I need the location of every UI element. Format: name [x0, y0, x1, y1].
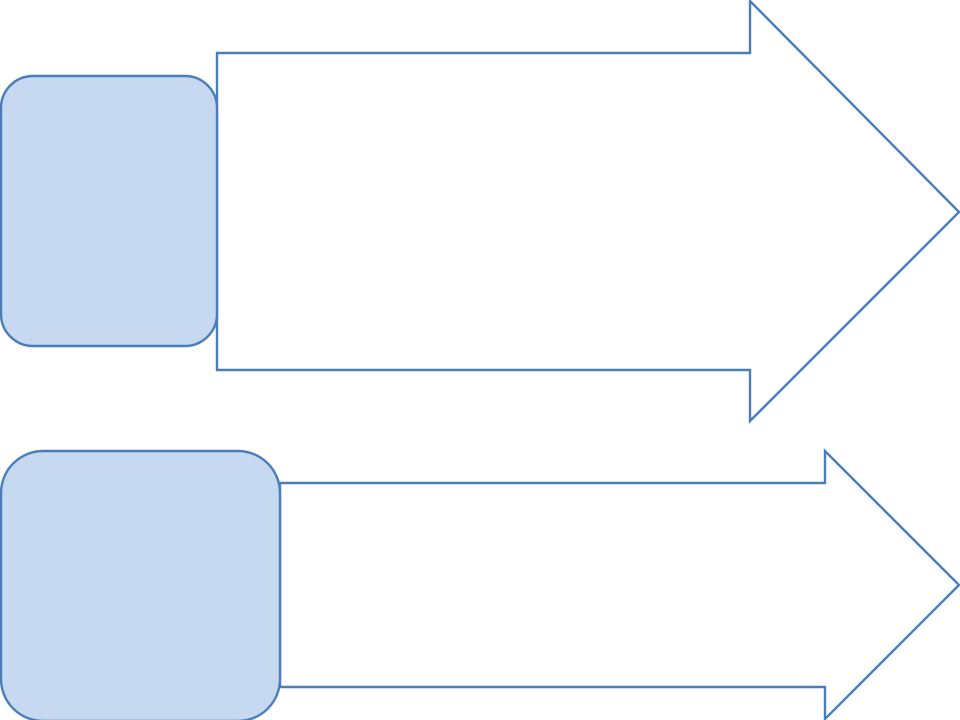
rounded-box-1 [0, 74, 219, 348]
arrow-1 [215, 0, 960, 424]
rounded-box-2 [0, 449, 282, 720]
arrow-2 [278, 448, 960, 720]
process-row-1 [0, 0, 960, 424]
process-row-2 [0, 448, 960, 720]
